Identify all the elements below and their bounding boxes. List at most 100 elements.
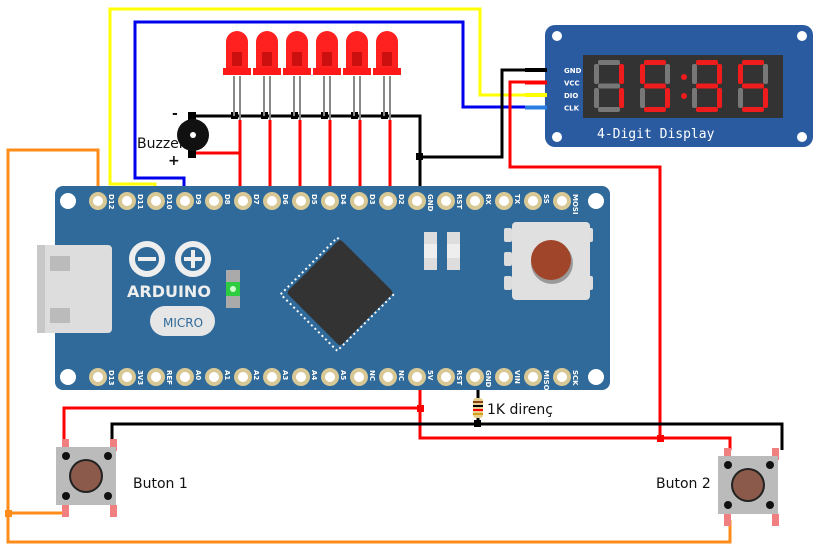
pin-d9[interactable]: D9 [176,192,202,210]
wire-red-buton2 [418,408,732,450]
pin-label: D10 [165,194,173,210]
buzzer-plus-label: + [168,153,180,169]
pin-label: CLK [564,105,580,113]
pin-d2[interactable]: D2 [379,192,405,210]
led[interactable] [223,31,251,120]
pin-d8[interactable]: D8 [205,192,231,210]
wire-orange-buton1 [8,505,66,515]
pin-label: RST [455,194,463,209]
pin-label: D11 [136,194,144,210]
wire-red-5v [62,380,422,440]
pin-label: A1 [223,370,231,380]
pin-gnd[interactable]: GND [466,368,492,388]
wire-black-led-bus [192,114,422,198]
display-pin-dio[interactable]: DIO [525,92,578,100]
pin-d7[interactable]: D7 [234,192,260,210]
display-pin-clk[interactable]: CLK [525,105,580,113]
pin-label: 5V [426,370,434,381]
pin-5v[interactable]: 5V [408,368,434,386]
digit [594,60,624,112]
four-digit-display[interactable]: 4-Digit Display GND VCC DIO CLK [525,25,813,147]
buzzer-label: Buzzer [137,136,185,152]
pin-mosi[interactable]: MOSI [553,192,579,215]
pin-label: D8 [223,194,231,205]
pin-label: REF [165,370,173,385]
pin-label: A0 [194,370,202,380]
pin-a3[interactable]: A3 [263,368,289,386]
pin-label: RST [455,370,463,385]
pin-label: D2 [397,194,405,205]
pin-d13[interactable]: D13 [89,368,115,386]
pin-label: MISO [542,370,550,391]
resistor-1k: 1K direnç [473,398,553,418]
pin-d3[interactable]: D3 [350,192,376,210]
led[interactable] [313,31,341,120]
pin-tx[interactable]: TX [495,192,521,210]
pin-nc[interactable]: NC [350,368,376,386]
pin-a5[interactable]: A5 [321,368,347,386]
pin-rst[interactable]: RST [437,368,463,386]
pin-d12[interactable]: D12 [89,192,115,210]
display-pins: GND VCC DIO CLK [525,67,582,113]
pin-label: GND [564,67,582,75]
pin-sck[interactable]: SCK [553,368,579,386]
pin-gnd[interactable]: GND [408,192,434,212]
pin-d5[interactable]: D5 [292,192,318,210]
pin-d10[interactable]: D10 [147,192,173,210]
digit [738,60,768,112]
pin-label: SCK [571,370,579,386]
led[interactable] [253,31,281,120]
button-1-label: Buton 1 [133,476,188,492]
pin-label: A3 [281,370,289,380]
pin-rx[interactable]: RX [466,192,492,210]
pin-ss[interactable]: SS [524,192,550,210]
display-pin-vcc[interactable]: VCC [525,80,580,88]
pin-miso[interactable]: MISO [524,368,550,391]
colon-dot [681,74,687,80]
pin-rst[interactable]: RST [437,192,463,210]
display-segments [594,60,768,112]
push-button-1[interactable] [56,439,117,517]
pin-label: NC [368,370,376,381]
push-button-2[interactable] [718,448,779,526]
board-brand: ARDUINO [127,282,211,301]
pin-ref[interactable]: REF [147,368,173,386]
pin-vin[interactable]: VIN [495,368,521,386]
led[interactable] [283,31,311,120]
pin-d4[interactable]: D4 [321,192,347,210]
button-2-label: Buton 2 [656,476,711,492]
pin-label: GND [426,194,434,212]
buzzer[interactable]: - Buzzer + [137,106,209,169]
pin-nc[interactable]: NC [379,368,405,386]
usb-connector[interactable] [37,245,112,333]
pin-a4[interactable]: A4 [292,368,318,386]
pin-label: D9 [194,194,202,205]
pin-label: MOSI [571,194,579,215]
pin-a1[interactable]: A1 [205,368,231,386]
led[interactable] [373,31,401,120]
buzzer-minus-label: - [172,106,178,122]
wire-yellow-dio [108,7,548,198]
pin-label: D6 [281,194,289,205]
display-label: 4-Digit Display [597,127,715,142]
colon-dot [681,93,687,99]
reset-button[interactable] [504,222,593,300]
pin-label: TX [513,194,521,205]
pin-label: D7 [252,194,260,205]
pin-label: D4 [339,194,347,205]
pin-d6[interactable]: D6 [263,192,289,210]
pin-label: A2 [252,370,260,380]
display-pin-gnd[interactable]: GND [525,67,582,75]
pin-3v3[interactable]: 3V3 [118,368,144,386]
pin-a2[interactable]: A2 [234,368,260,386]
pin-d11[interactable]: D11 [118,192,144,210]
wire-red-vcc [508,80,662,438]
digit [640,60,670,112]
pin-a0[interactable]: A0 [176,368,202,386]
led[interactable] [343,31,371,120]
pin-label: D5 [310,194,318,205]
pin-label: RX [484,194,492,205]
